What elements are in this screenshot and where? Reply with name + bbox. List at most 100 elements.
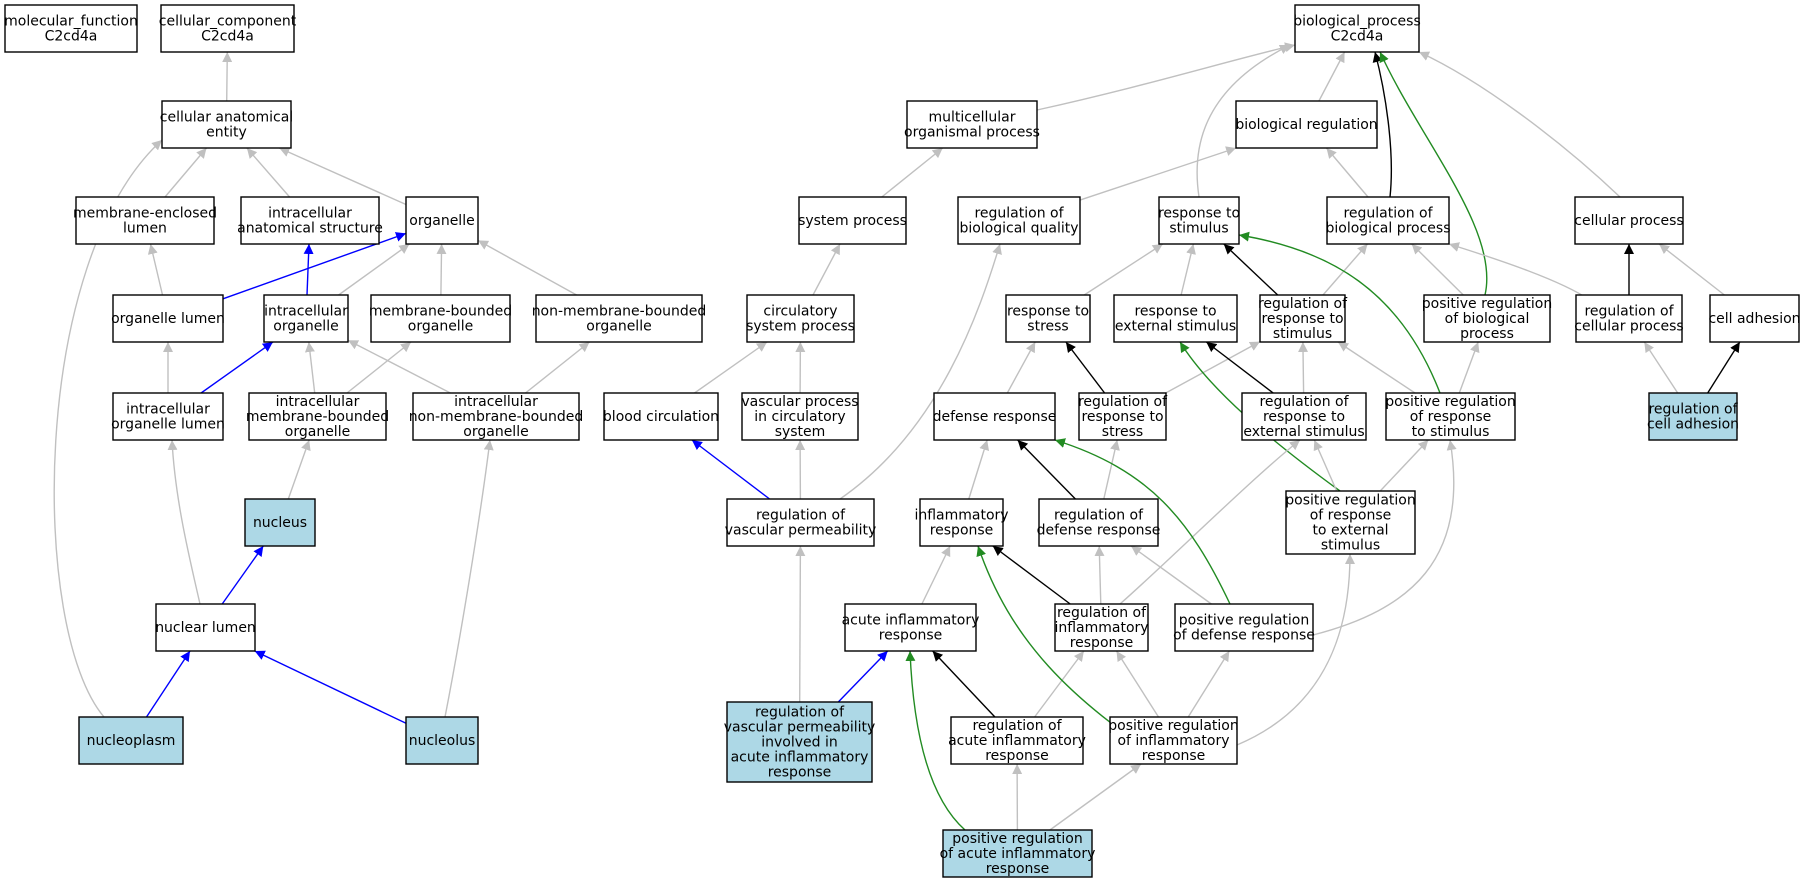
- node-label-line: organelle: [273, 319, 338, 335]
- go-term-node-nucleolus[interactable]: nucleolus: [405, 716, 479, 765]
- node-label-line: intracellular: [268, 206, 352, 222]
- node-label-line: organelle lumen: [111, 311, 225, 327]
- go-term-node-inmbo[interactable]: intracellularnon-membrane-boundedorganel…: [409, 392, 584, 441]
- edge-is-a-prrts-to-prbp: [1458, 341, 1480, 394]
- node-label-line: molecular_function: [4, 14, 138, 30]
- node-label-line: regulation of: [1054, 508, 1144, 524]
- node-label-line: of response: [1310, 508, 1392, 524]
- node-label-line: organelle: [285, 424, 350, 440]
- node-label-line: membrane-bounded: [369, 304, 512, 320]
- go-term-node-nucleoplasm[interactable]: nucleoplasm: [78, 716, 184, 765]
- node-label-line: membrane-bounded: [246, 409, 389, 425]
- go-term-node-nl[interactable]: nuclear lumen: [155, 603, 256, 652]
- edge-is-a-nucleus-to-imbo: [287, 439, 311, 500]
- node-label-line: response: [986, 861, 1050, 877]
- node-label-line: stress: [1102, 424, 1143, 440]
- node-box: [161, 100, 292, 149]
- go-term-node-nucleus[interactable]: nucleus: [244, 498, 316, 547]
- node-label-line: regulation of: [1078, 394, 1168, 410]
- node-label-line: regulation of: [1648, 402, 1738, 418]
- go-term-node-sp[interactable]: system process: [798, 196, 907, 245]
- edge-is-a-nmbo-to-organelle: [477, 239, 577, 296]
- edge-is-a-cae-to-cc_root: [222, 51, 233, 102]
- node-label-line: cell adhesion: [1708, 311, 1800, 327]
- go-term-node-br[interactable]: biological regulation: [1235, 100, 1378, 149]
- node-box: [798, 196, 907, 245]
- node-box: [1709, 294, 1800, 343]
- node-box: [4, 4, 138, 53]
- node-box: [1423, 294, 1551, 343]
- edge-positively-regulates-prbp-to-bp_root: [1379, 51, 1488, 296]
- edge-is-a-csp-to-sp: [812, 243, 841, 296]
- node-box: [1109, 716, 1238, 765]
- node-label-line: nucleus: [253, 515, 307, 531]
- go-term-node-cp[interactable]: cellular process: [1574, 196, 1684, 245]
- node-box: [1005, 294, 1091, 343]
- edge-regulates-rdr-to-dr: [1017, 439, 1076, 500]
- node-box: [412, 392, 580, 441]
- go-term-node-ol[interactable]: organelle lumen: [111, 294, 225, 343]
- node-label-line: cellular anatomical: [160, 110, 293, 126]
- node-box: [1285, 490, 1416, 555]
- go-term-node-ca[interactable]: cell adhesion: [1708, 294, 1801, 343]
- node-label-line: of acute inflammatory: [940, 846, 1096, 862]
- edge-part-of-rvp-to-bc: [691, 439, 771, 500]
- node-box: [933, 392, 1056, 441]
- node-box: [155, 603, 256, 652]
- node-label-line: entity: [206, 125, 247, 141]
- edge-part-of-iol-to-io: [200, 341, 274, 394]
- node-box: [370, 294, 511, 343]
- node-label-line: positive regulation: [1422, 296, 1552, 312]
- edge-is-a-io-to-organelle: [338, 243, 410, 296]
- go-term-node-organelle[interactable]: organelle: [405, 196, 479, 245]
- edge-is-a-rbq-to-br: [1079, 146, 1237, 201]
- edge-is-a-sp-to-mop: [881, 147, 944, 198]
- node-label-line: response to: [1263, 409, 1345, 425]
- go-term-node-bc[interactable]: blood circulation: [603, 392, 719, 441]
- node-label-line: process: [1460, 326, 1514, 342]
- node-box: [405, 196, 479, 245]
- node-label-line: organelle: [408, 319, 473, 335]
- node-box: [726, 701, 873, 783]
- go-term-node-dr[interactable]: defense response: [933, 392, 1057, 441]
- node-box: [726, 498, 875, 547]
- node-box: [1385, 392, 1516, 441]
